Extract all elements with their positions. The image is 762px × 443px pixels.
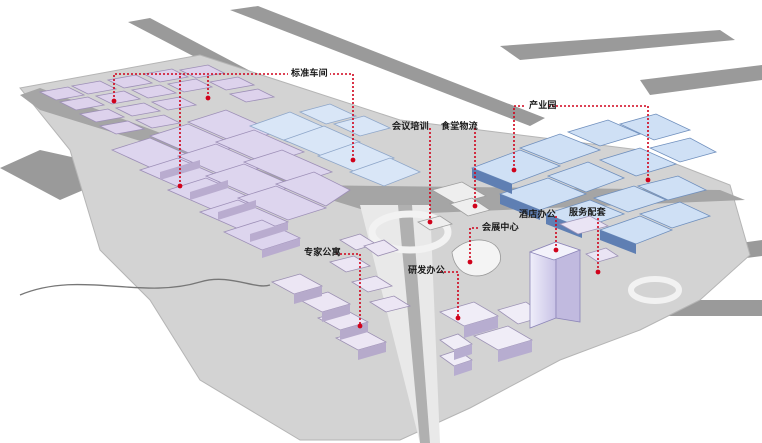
callout-workshop-4 xyxy=(330,73,354,160)
label-canteen-logistics: 食堂物流 xyxy=(441,122,478,132)
industry-park-buildings xyxy=(470,113,718,245)
diagonal-road-edge xyxy=(398,205,430,443)
rnd-buildings xyxy=(438,301,547,367)
river xyxy=(19,278,271,296)
east-roundabout xyxy=(628,276,682,304)
label-expert-apartment: 专家公寓 xyxy=(304,248,341,258)
label-rnd-office: 研发办公 xyxy=(408,266,445,276)
callout-workshop xyxy=(113,73,288,101)
callout-lines xyxy=(113,73,649,326)
center-buildings xyxy=(417,181,491,231)
callout-apartment xyxy=(336,253,361,326)
callout-industry xyxy=(513,105,526,170)
industry-park-walls xyxy=(472,168,636,254)
callout-dots xyxy=(111,95,651,329)
label-service: 服务配套 xyxy=(569,208,606,218)
workshop-block-large xyxy=(110,109,351,251)
central-roundabout xyxy=(368,210,452,254)
hotel-tower xyxy=(528,241,582,329)
main-avenue xyxy=(20,88,745,215)
callout-industry-2 xyxy=(548,105,649,180)
service-buildings xyxy=(558,215,619,263)
callout-expo xyxy=(469,227,480,262)
label-hotel-office: 酒店办公 xyxy=(519,210,556,220)
label-conference: 会议培训 xyxy=(392,122,429,132)
rnd-walls xyxy=(454,316,532,376)
blue-building-block-mid xyxy=(248,103,422,187)
expo-center xyxy=(451,239,501,277)
label-workshop: 标准车间 xyxy=(291,69,328,79)
label-industry-park: 产业园 xyxy=(529,101,557,111)
label-expo-center: 会展中心 xyxy=(482,223,519,233)
callout-rnd xyxy=(440,271,459,318)
